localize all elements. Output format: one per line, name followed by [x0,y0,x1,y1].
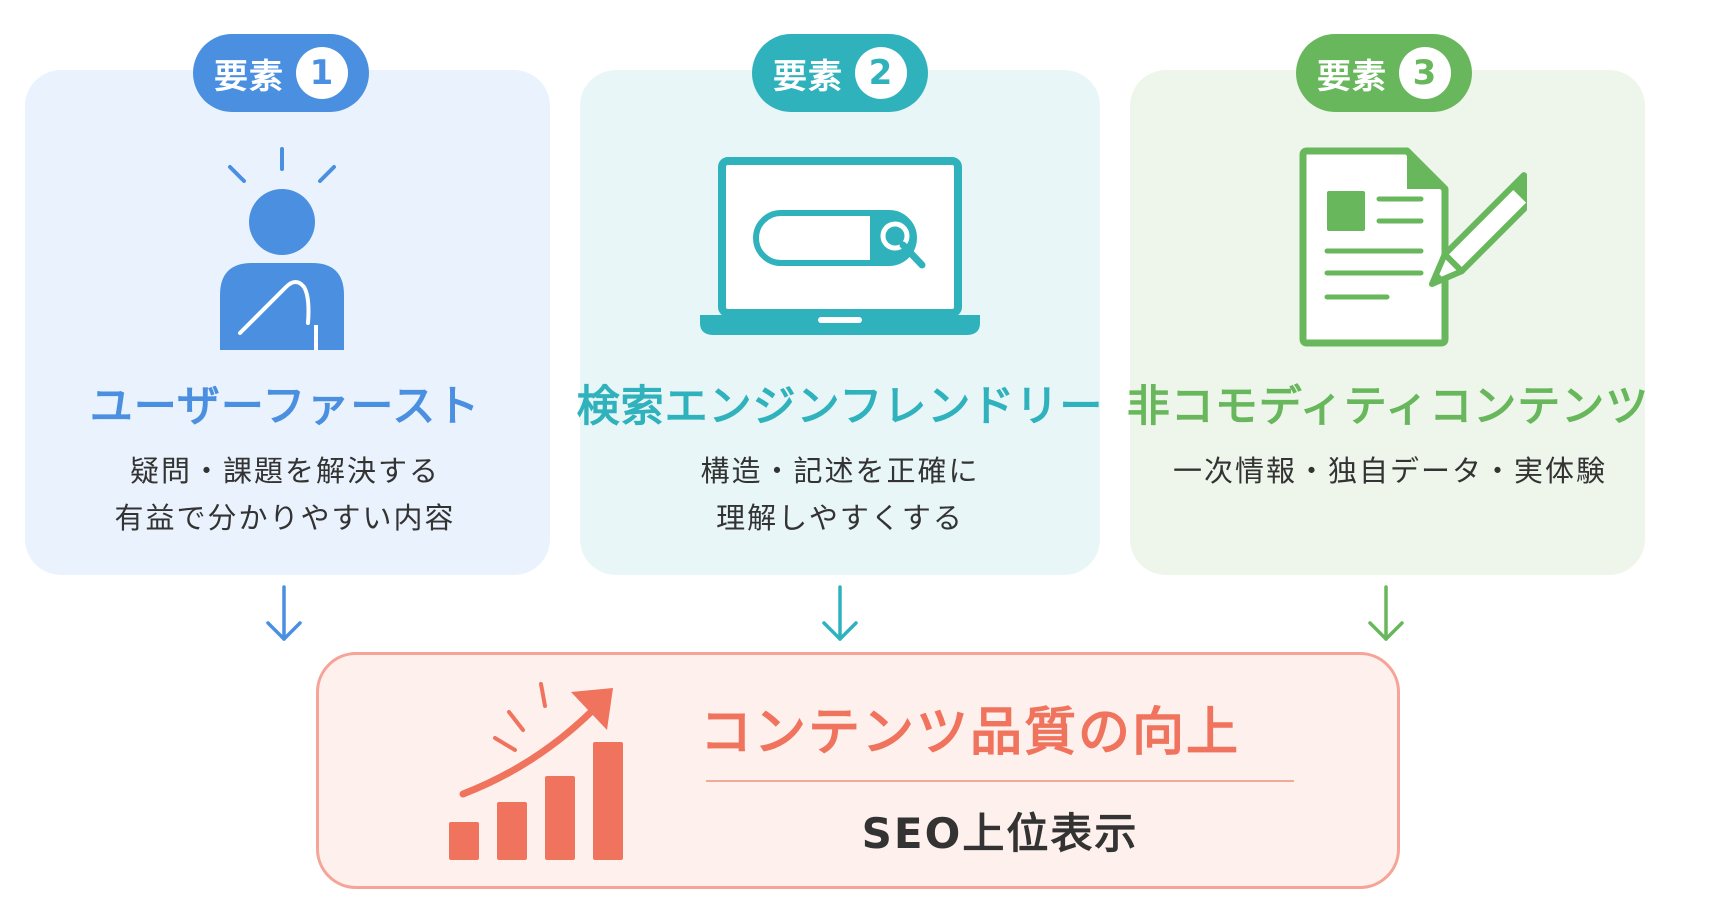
badge-label: 要素 [214,56,284,97]
document-pencil-icon [1299,147,1527,347]
element-title-1: ユーザーファースト [89,382,481,432]
badge-number: 2 [855,47,907,99]
description-line: 疑問・課題を解決する [129,454,440,488]
result-subtitle: SEO上位表示 [861,809,1139,858]
growth-chart-icon [449,682,623,860]
element-description-2: 構造・記述を正確に 理解しやすくする [580,448,1100,542]
description-line: 有益で分かりやすい内容 [114,501,456,535]
result-box [316,652,1400,889]
description-line: 理解しやすくする [716,501,964,535]
badge-number: 1 [296,47,348,99]
laptop-search-icon [700,157,980,335]
arrow-down-icon [822,585,858,641]
arrow-down-icon [1368,585,1404,641]
badge-label: 要素 [1317,56,1387,97]
divider [706,780,1294,782]
element-description-3: 一次情報・独自データ・実体験 [1130,448,1650,495]
badge-label: 要素 [773,56,843,97]
arrow-down-icon [266,585,302,641]
element-description-1: 疑問・課題を解決する 有益で分かりやすい内容 [25,448,545,542]
element-badge-1: 要素 1 [193,34,369,112]
element-badge-2: 要素 2 [752,34,928,112]
description-line: 一次情報・独自データ・実体験 [1172,454,1607,488]
description-line: 構造・記述を正確に [700,454,980,488]
badge-number: 3 [1399,47,1451,99]
user-icon [220,147,344,350]
element-badge-3: 要素 3 [1296,34,1472,112]
result-title: コンテンツ品質の向上 [700,703,1241,763]
element-title-2: 検索エンジンフレンドリー [576,382,1104,432]
element-title-3: 非コモディティコンテンツ [1126,382,1650,432]
